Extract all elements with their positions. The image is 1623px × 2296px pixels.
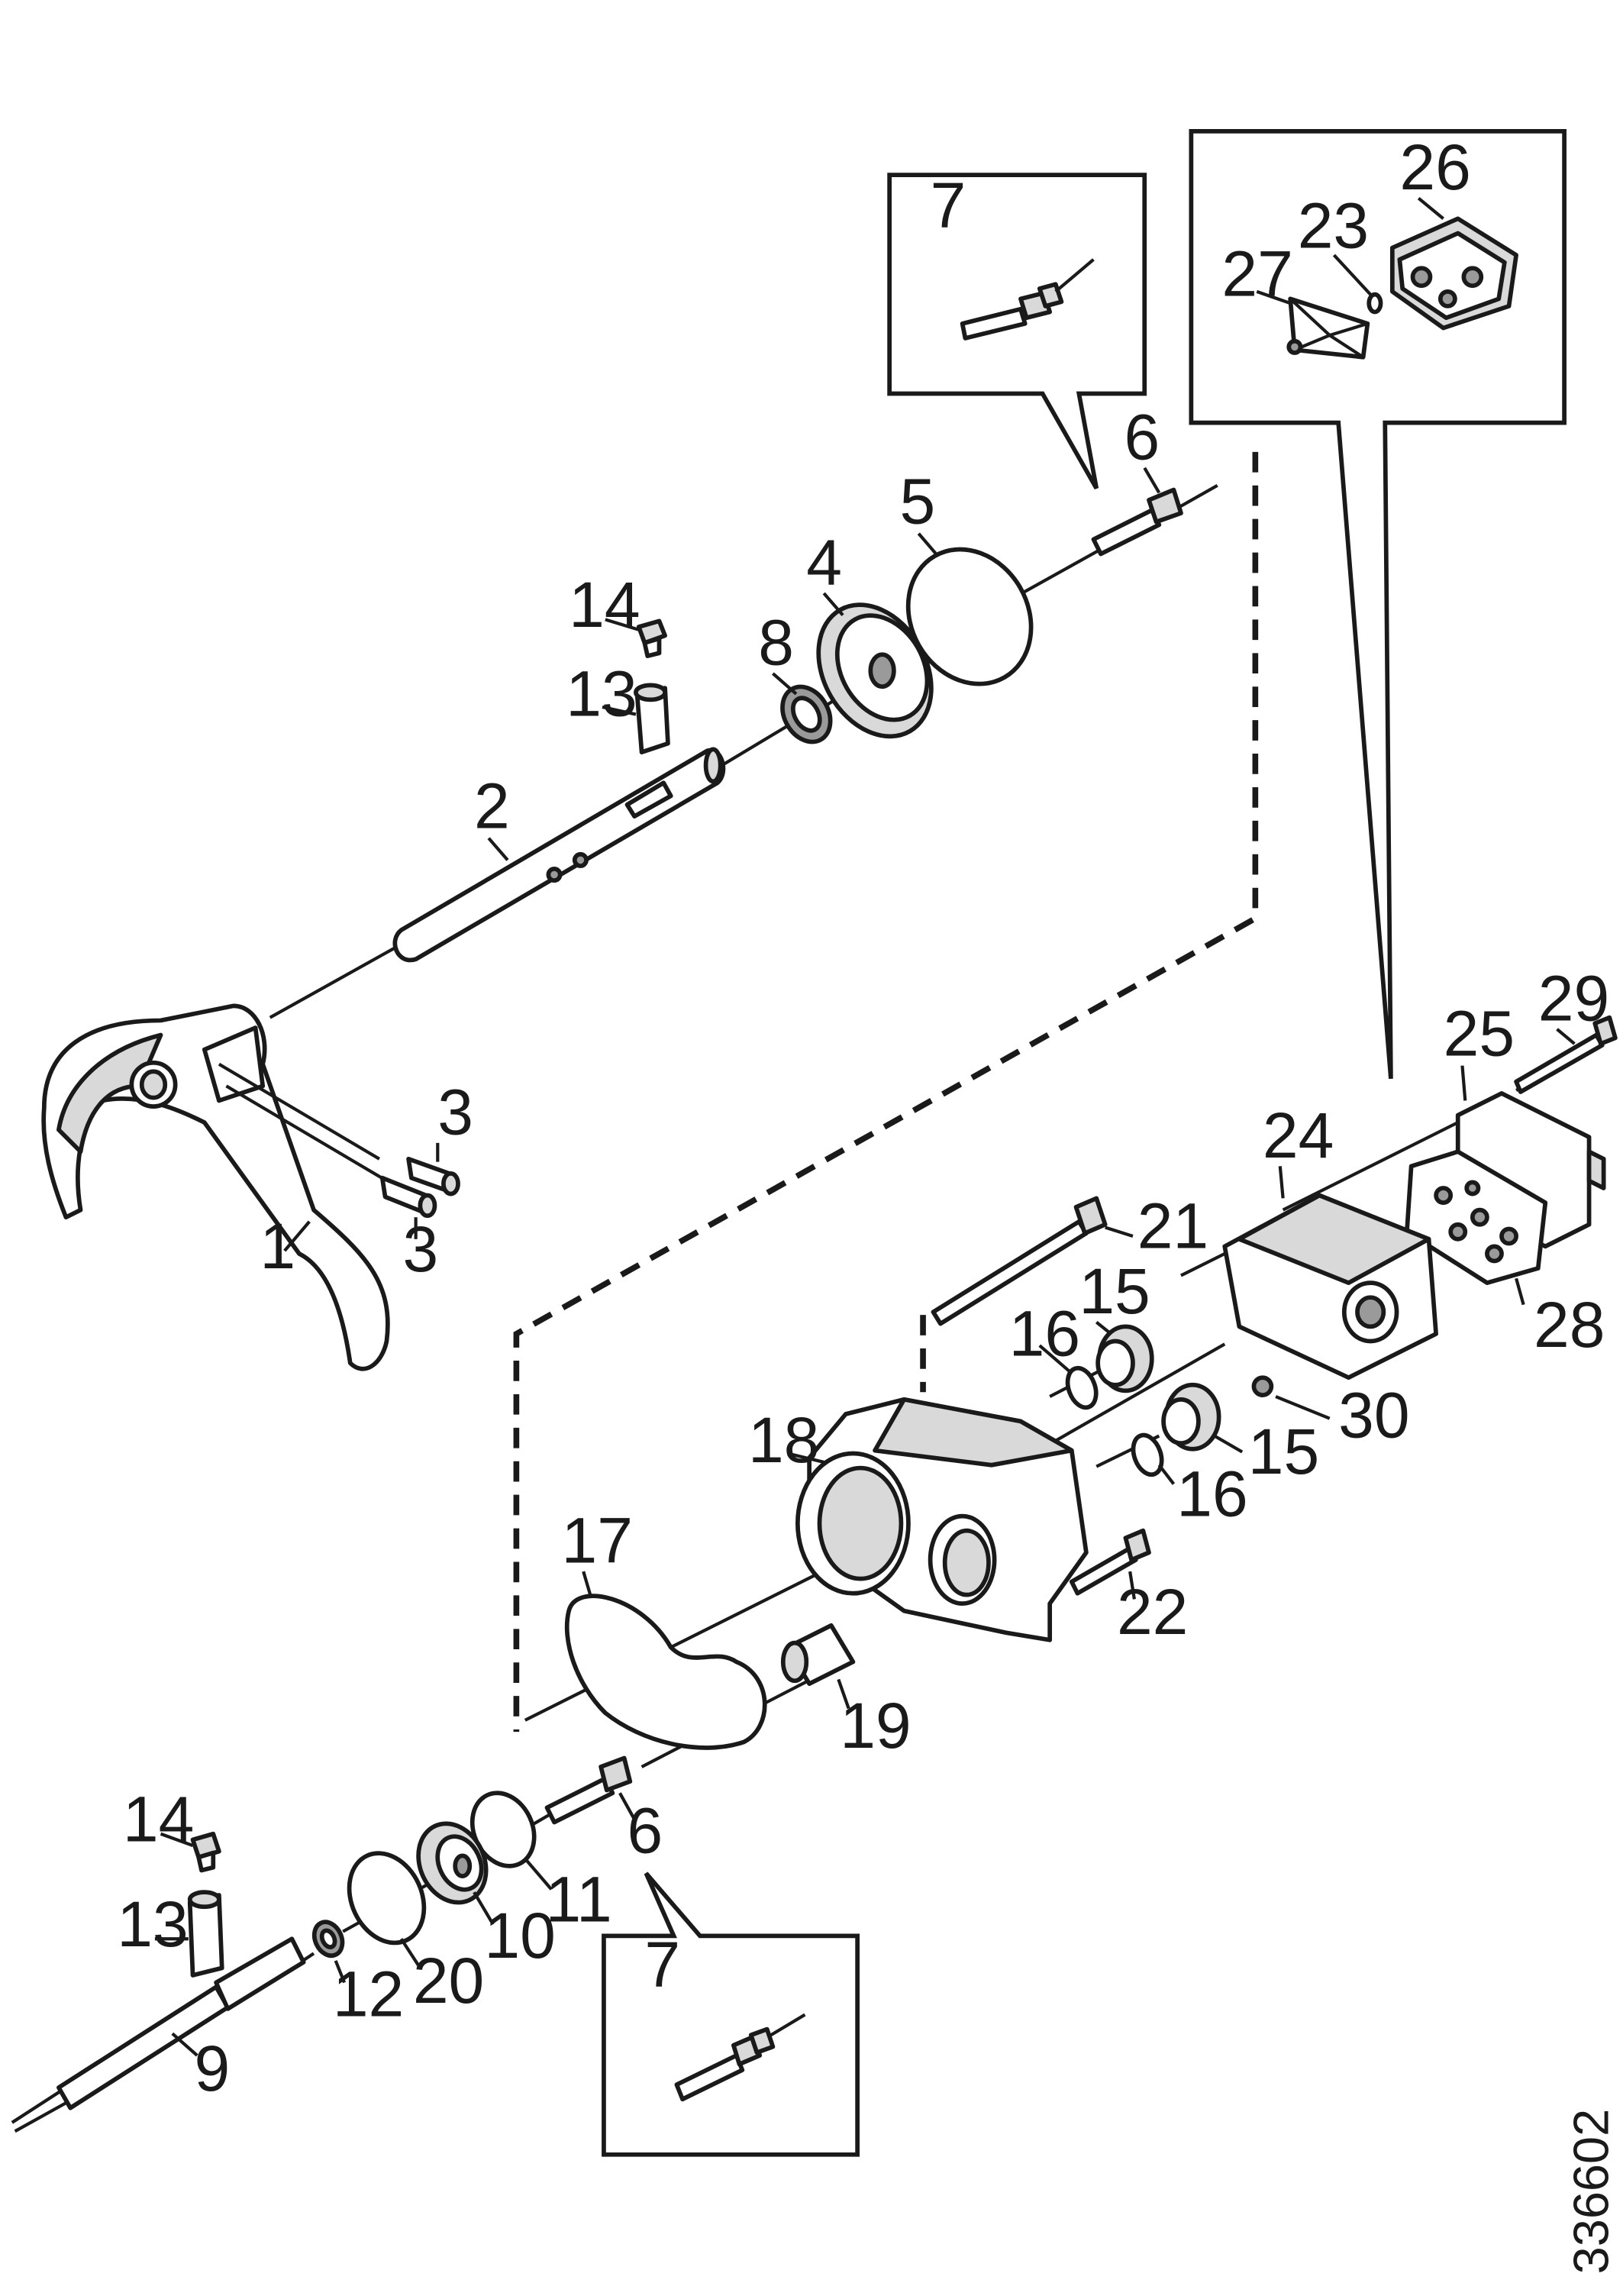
part-18-housing bbox=[795, 1397, 1089, 1642]
part-29-bolt bbox=[1514, 1015, 1618, 1094]
label-6-bottom: 6 bbox=[627, 1795, 663, 1867]
label-27: 27 bbox=[1221, 238, 1292, 310]
part-30-nut bbox=[1251, 1375, 1274, 1397]
part-13-14-lower bbox=[187, 1831, 224, 1978]
label-18: 18 bbox=[748, 1404, 819, 1476]
label-12: 12 bbox=[333, 1958, 404, 2030]
label-14-top: 14 bbox=[569, 569, 640, 641]
label-13-top: 13 bbox=[566, 657, 637, 729]
label-3-bottom: 3 bbox=[402, 1213, 438, 1285]
detail-box-connector bbox=[1189, 128, 1567, 1080]
label-22: 22 bbox=[1117, 1576, 1188, 1648]
label-23: 23 bbox=[1298, 190, 1369, 262]
part-16-circlips bbox=[1065, 1365, 1164, 1477]
label-14-bottom: 14 bbox=[123, 1783, 194, 1855]
part-9-shaft bbox=[11, 1936, 306, 2133]
label-9: 9 bbox=[194, 2033, 230, 2104]
label-25: 25 bbox=[1444, 997, 1515, 1069]
part-6-bolt-upper bbox=[1091, 487, 1183, 557]
label-10: 10 bbox=[484, 1900, 555, 1971]
part-19-sleeve bbox=[780, 1623, 856, 1686]
detail-box-7-top bbox=[887, 173, 1147, 490]
label-8: 8 bbox=[758, 607, 794, 679]
label-28: 28 bbox=[1534, 1289, 1605, 1361]
part-5-o-ring bbox=[905, 547, 1034, 686]
label-15-bottom: 15 bbox=[1248, 1416, 1319, 1487]
document-number: 336602 bbox=[1563, 2109, 1618, 2275]
part-21-bolt bbox=[931, 1196, 1108, 1326]
label-21: 21 bbox=[1137, 1190, 1208, 1261]
part-8-seal bbox=[780, 684, 833, 744]
part-6-bolt-lower bbox=[544, 1755, 633, 1825]
label-24: 24 bbox=[1263, 1100, 1334, 1171]
part-20-o-ring bbox=[347, 1851, 427, 1946]
label-16-top: 16 bbox=[1009, 1298, 1080, 1370]
part-12-seal bbox=[311, 1920, 345, 1959]
label-26: 26 bbox=[1399, 131, 1470, 203]
label-29: 29 bbox=[1538, 962, 1609, 1034]
label-3-top: 3 bbox=[437, 1076, 473, 1148]
label-7-top: 7 bbox=[931, 170, 966, 241]
label-6-top: 6 bbox=[1124, 401, 1160, 473]
label-4: 4 bbox=[806, 527, 842, 599]
label-15-top: 15 bbox=[1079, 1255, 1150, 1327]
part-17-gasket bbox=[564, 1594, 767, 1750]
part-3-pins bbox=[379, 1156, 460, 1219]
part-labels: 7 26 23 27 6 5 4 14 8 13 2 29 25 3 24 21… bbox=[117, 131, 1618, 2274]
label-17: 17 bbox=[562, 1505, 633, 1577]
label-leaders bbox=[154, 197, 1576, 2057]
dashed-reference-lines bbox=[513, 451, 1259, 1732]
part-2-shaft bbox=[392, 747, 726, 963]
part-10-piston bbox=[416, 1821, 489, 1905]
label-11: 11 bbox=[546, 1863, 612, 1935]
part-28-gasket bbox=[1405, 1149, 1548, 1285]
part-13-14-upper bbox=[634, 618, 670, 755]
label-16-bottom: 16 bbox=[1176, 1458, 1247, 1530]
part-15-gears bbox=[1095, 1324, 1221, 1452]
label-30: 30 bbox=[1338, 1379, 1409, 1451]
label-13-bottom: 13 bbox=[117, 1888, 188, 1960]
part-1-shift-fork bbox=[41, 1003, 390, 1371]
label-19: 19 bbox=[840, 1690, 911, 1762]
label-7-bottom: 7 bbox=[644, 1929, 680, 2001]
label-2: 2 bbox=[474, 770, 510, 841]
label-5: 5 bbox=[900, 465, 936, 537]
detail-box-7-bottom bbox=[602, 1871, 860, 2157]
label-20: 20 bbox=[413, 1945, 484, 2017]
part-22-bolt bbox=[1069, 1528, 1151, 1596]
part-24-valve-block bbox=[1222, 1193, 1438, 1381]
